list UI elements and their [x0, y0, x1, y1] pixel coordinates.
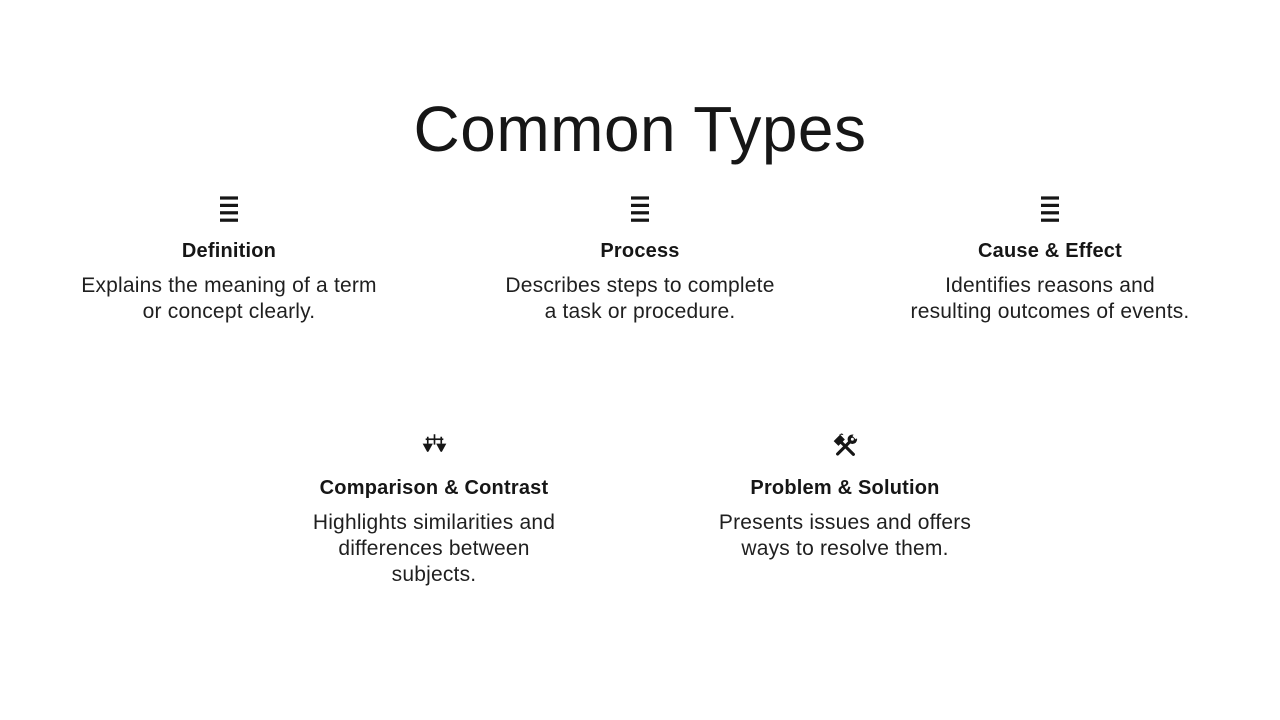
- card-title: Problem & Solution: [750, 477, 940, 499]
- card-description: Identifies reasons and resulting outcome…: [910, 274, 1190, 323]
- card-description: Describes steps to complete a task or pr…: [505, 274, 775, 323]
- list-icon: [440, 196, 840, 224]
- card-title: Comparison & Contrast: [319, 477, 549, 499]
- tools-icon: [645, 433, 1045, 461]
- card-process: Process Describes steps to complete a ta…: [440, 196, 840, 325]
- scales-icon: [234, 433, 634, 461]
- list-icon: [29, 196, 429, 224]
- page-title: Common Types: [413, 92, 867, 165]
- card-definition: Definition Explains the meaning of a ter…: [29, 196, 429, 325]
- card-problem-solution: Problem & Solution Presents issues and o…: [645, 433, 1045, 562]
- card-comparison-contrast: Comparison & Contrast Highlights similar…: [234, 433, 634, 588]
- card-title: Definition: [181, 240, 277, 262]
- card-description: Explains the meaning of a term or concep…: [81, 274, 377, 323]
- card-title: Cause & Effect: [978, 240, 1122, 262]
- list-icon: [850, 196, 1250, 224]
- card-title: Process: [600, 240, 680, 262]
- card-description: Highlights similarities and differences …: [312, 511, 556, 586]
- card-description: Presents issues and offers ways to resol…: [718, 511, 972, 560]
- card-cause-effect: Cause & Effect Identifies reasons and re…: [850, 196, 1250, 325]
